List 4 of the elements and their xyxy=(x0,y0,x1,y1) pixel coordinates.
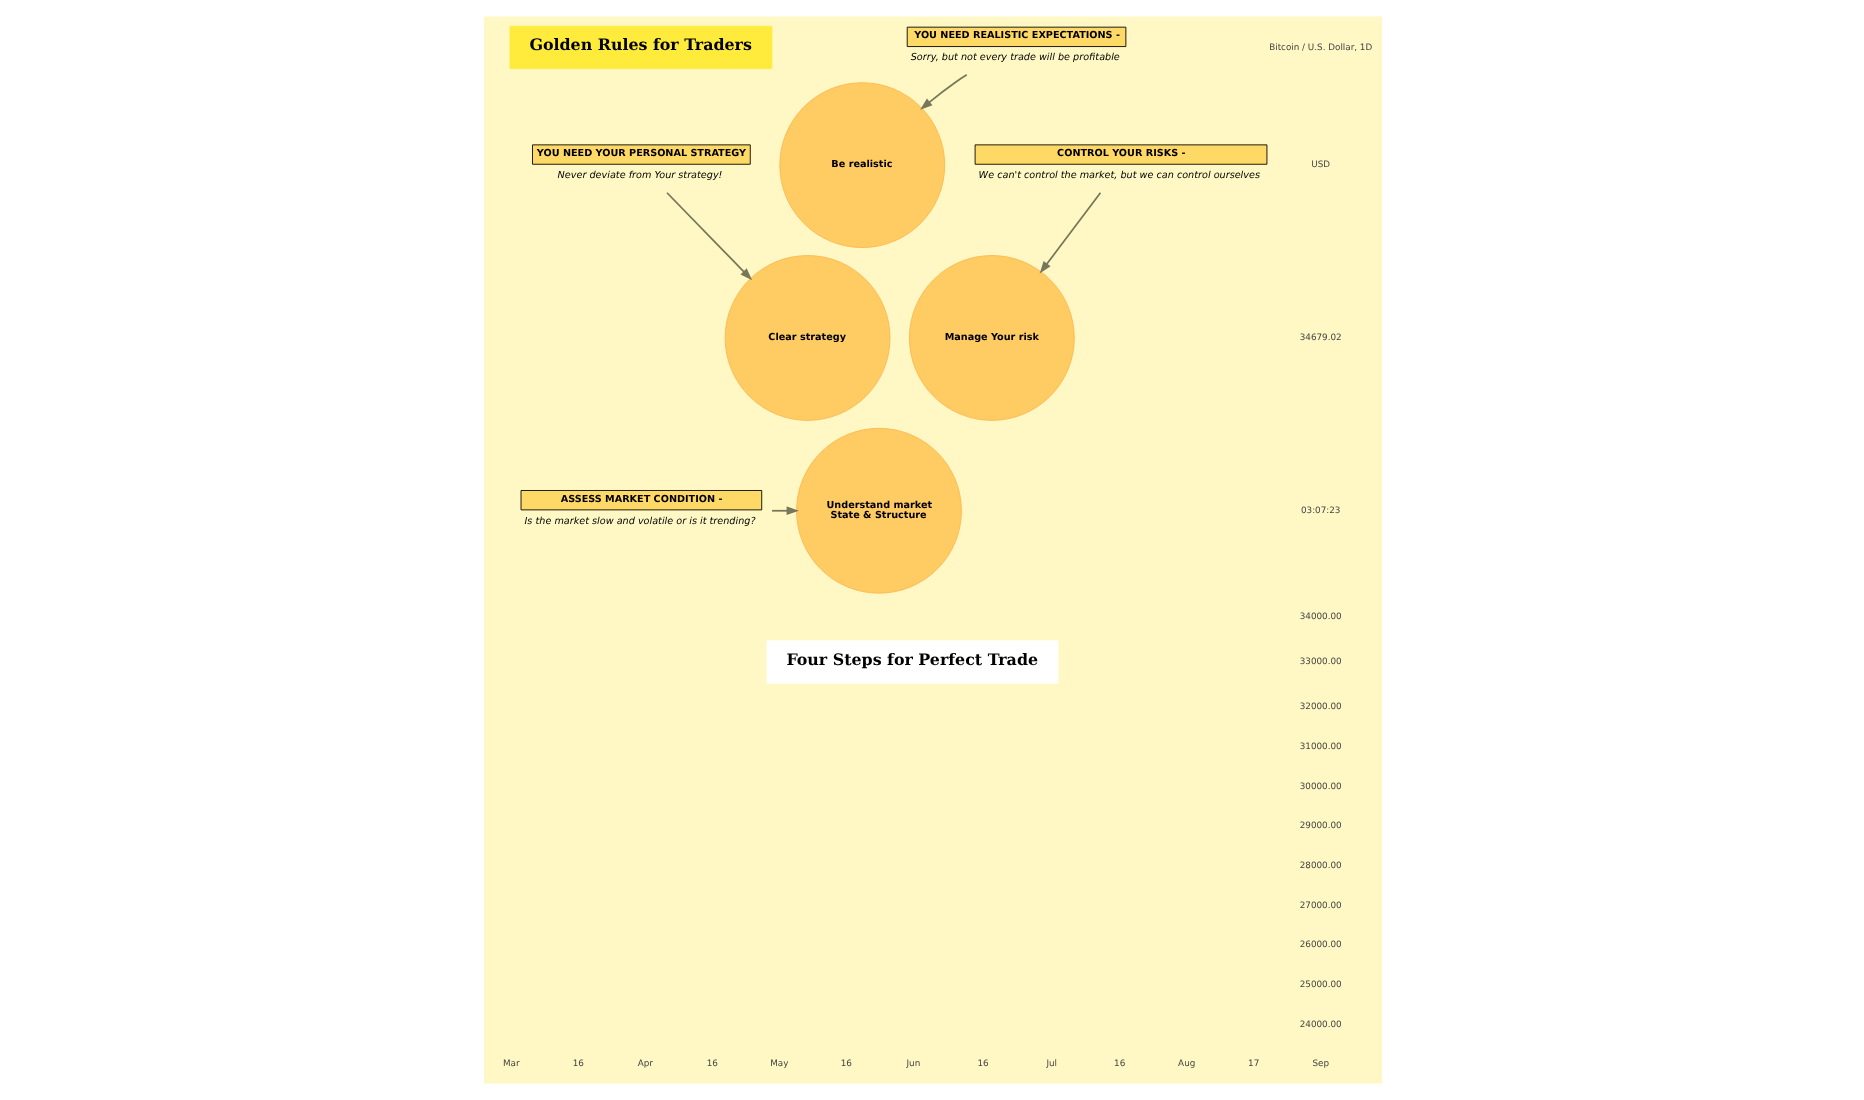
arrow xyxy=(919,73,967,110)
arrow xyxy=(770,506,798,516)
arrow xyxy=(1038,191,1101,274)
arrow xyxy=(665,191,752,281)
